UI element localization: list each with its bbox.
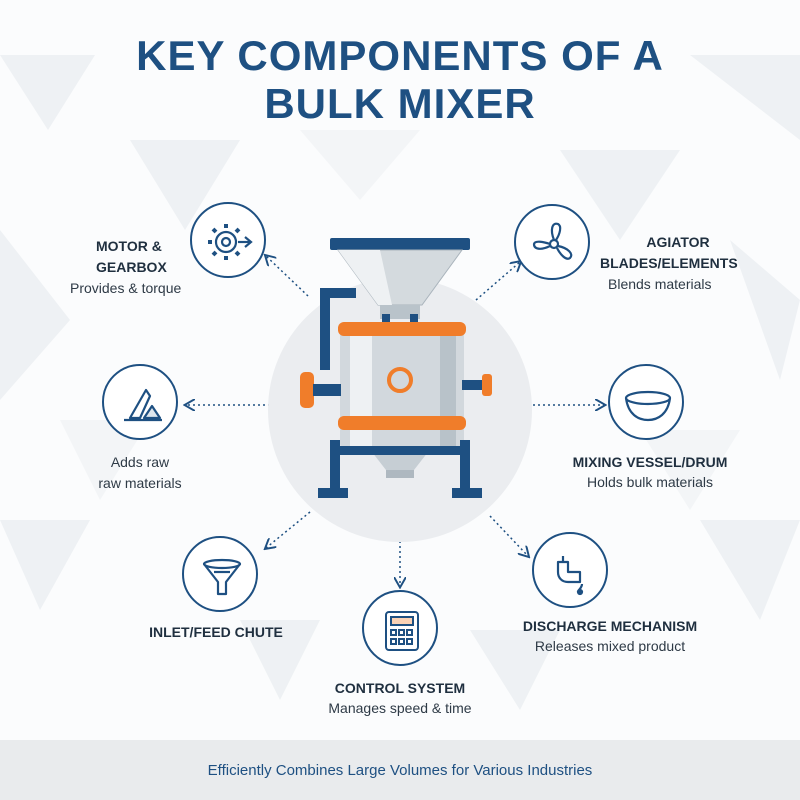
inlet-desc-line-1: Adds raw: [110, 454, 170, 470]
valve-icon: [532, 532, 608, 608]
funnel-icon: [182, 536, 258, 612]
gear-arrow-icon: [190, 202, 266, 278]
agitator-label-2: BLADES/ELEMENTS: [600, 255, 738, 271]
motor-gearbox-desc: Provides & torque: [70, 280, 182, 296]
mixing-vessel-label: MIXING VESSEL/DRUM: [572, 454, 728, 470]
agitator-label-1: AGIATOR: [646, 234, 710, 250]
inlet-desc-line-2: raw materials: [98, 475, 182, 491]
agitator-desc: Blends materials: [608, 276, 712, 292]
control-system-label: CONTROL SYSTEM: [334, 680, 466, 696]
mixing-vessel-desc: Holds bulk materials: [586, 474, 714, 490]
motor-gearbox-label-1: MOTOR &: [96, 238, 162, 254]
discharge-mechanism-desc: Releases mixed product: [534, 638, 686, 654]
scoop-icon: [102, 364, 178, 440]
discharge-mechanism-label: DISCHARGE MECHANISM: [522, 618, 698, 634]
motor-gearbox-label-2: GEARBOX: [96, 259, 167, 275]
arrow-discharge: [489, 515, 528, 556]
page-title-line-1: KEY COMPONENTS OF A: [136, 32, 664, 79]
footer-bar: Efficiently Combines Large Volumes for V…: [0, 740, 800, 800]
footer-text: Efficiently Combines Large Volumes for V…: [207, 762, 593, 779]
control-panel-icon: [362, 590, 438, 666]
page-title-line-2: BULK MIXER: [264, 80, 536, 127]
bowl-icon: [608, 364, 684, 440]
propeller-icon: [514, 204, 590, 280]
control-system-desc: Manages speed & time: [328, 700, 472, 716]
inlet-feed-chute-label: INLET/FEED CHUTE: [149, 624, 283, 640]
